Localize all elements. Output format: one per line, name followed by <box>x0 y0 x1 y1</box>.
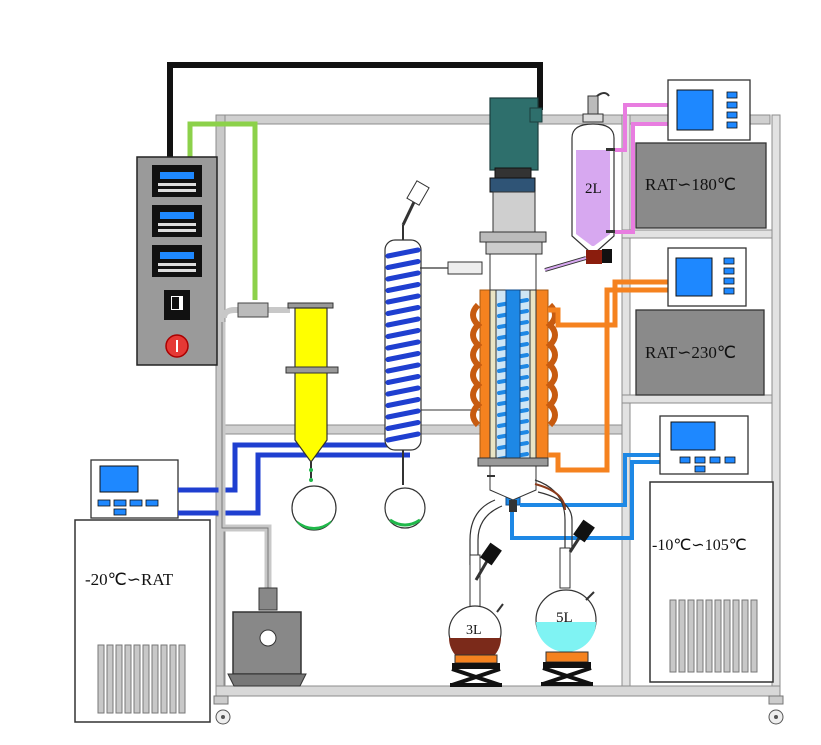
vent-slot <box>696 599 704 673</box>
coolant-lines-right <box>510 453 665 540</box>
chiller-left-temp-label: -20℃∽RAT <box>85 570 174 589</box>
heater-box-top: RAT∽180℃ <box>635 142 767 229</box>
control-box <box>136 156 218 366</box>
vent-slot <box>678 599 686 673</box>
coil-turn <box>385 316 421 328</box>
coil-turn <box>385 305 421 316</box>
condenser-coil <box>384 180 485 529</box>
vent-slot <box>142 644 150 714</box>
coil-turn <box>385 293 421 305</box>
controller-display-1 <box>152 165 202 197</box>
cold-trap <box>285 302 339 531</box>
caster-wheel-right <box>768 695 784 725</box>
vent-slot <box>169 644 177 714</box>
vent-slot <box>714 599 722 673</box>
vent-slot <box>151 644 159 714</box>
chiller-left: -20℃∽RAT <box>74 519 211 723</box>
heater-top-temp-label: RAT∽180℃ <box>645 175 736 194</box>
vent-slot <box>97 644 105 714</box>
chiller-right-controller <box>659 415 749 475</box>
feed-funnel: 2L <box>544 92 616 272</box>
chiller-right-temp-label: -10℃∽105℃ <box>652 537 747 554</box>
vacuum-connector <box>221 307 290 319</box>
caster-wheel-left <box>213 695 231 725</box>
coil-turn <box>385 351 421 362</box>
chiller-right-vent <box>669 599 758 673</box>
power-cable <box>167 62 543 160</box>
coil-turn <box>385 408 421 420</box>
vent-slot <box>160 644 168 714</box>
vent-slot <box>723 599 731 673</box>
stirring-motor <box>479 97 547 255</box>
coil-turn <box>385 339 421 351</box>
heater-controller-top <box>667 79 751 141</box>
chiller-left-vent <box>97 644 186 714</box>
power-switch[interactable] <box>164 290 190 320</box>
coil-turn <box>385 431 421 443</box>
vent-slot <box>106 644 114 714</box>
vent-slot <box>124 644 132 714</box>
receiving-flask-3l: 3L <box>448 542 504 687</box>
vent-slot <box>741 599 749 673</box>
coil-turn <box>385 270 421 282</box>
feed-funnel-volume-label: 2L <box>585 181 602 197</box>
vent-slot <box>178 644 186 714</box>
vent-slot <box>687 599 695 673</box>
vent-slot <box>705 599 713 673</box>
heater-box-mid: RAT∽230℃ <box>635 309 765 396</box>
heater-mid-temp-label: RAT∽230℃ <box>645 343 736 362</box>
vent-slot <box>133 644 141 714</box>
coil-turn <box>385 397 421 408</box>
coil-turn <box>385 362 421 374</box>
coil-turn <box>385 259 421 270</box>
vacuum-valve[interactable] <box>237 302 269 318</box>
evaporator-column <box>470 253 558 512</box>
flask-5l-valve[interactable] <box>568 519 595 553</box>
coil-turn <box>385 420 421 431</box>
receiving-flask-5l: 5L <box>535 519 597 686</box>
vent-slot <box>115 644 123 714</box>
coil-turn <box>385 385 421 397</box>
heater-controller-mid <box>667 247 747 307</box>
distillate-arm-right <box>534 479 573 548</box>
controller-display-3 <box>152 245 202 277</box>
distillate-arm-left <box>469 499 503 565</box>
flask-3l-valve[interactable] <box>474 542 502 581</box>
chiller-left-controller <box>90 459 179 519</box>
coil-turn <box>385 374 421 385</box>
heating-lines-pink <box>615 103 670 234</box>
vacuum-pump <box>218 322 307 687</box>
emergency-stop-button[interactable] <box>165 334 189 358</box>
coil-turn <box>385 247 421 259</box>
chiller-right: -10℃∽105℃ <box>649 481 774 683</box>
condenser-top-valve[interactable] <box>401 180 430 226</box>
flask-3l-label: 3L <box>466 623 482 638</box>
vent-slot <box>732 599 740 673</box>
vent-slot <box>750 599 758 673</box>
coil-turn <box>385 328 421 339</box>
flask-5l-label: 5L <box>556 610 573 626</box>
heating-lines-orange <box>548 279 668 473</box>
coil-turn <box>385 282 421 293</box>
vacuum-line <box>187 121 258 300</box>
vent-slot <box>669 599 677 673</box>
controller-display-2 <box>152 205 202 237</box>
